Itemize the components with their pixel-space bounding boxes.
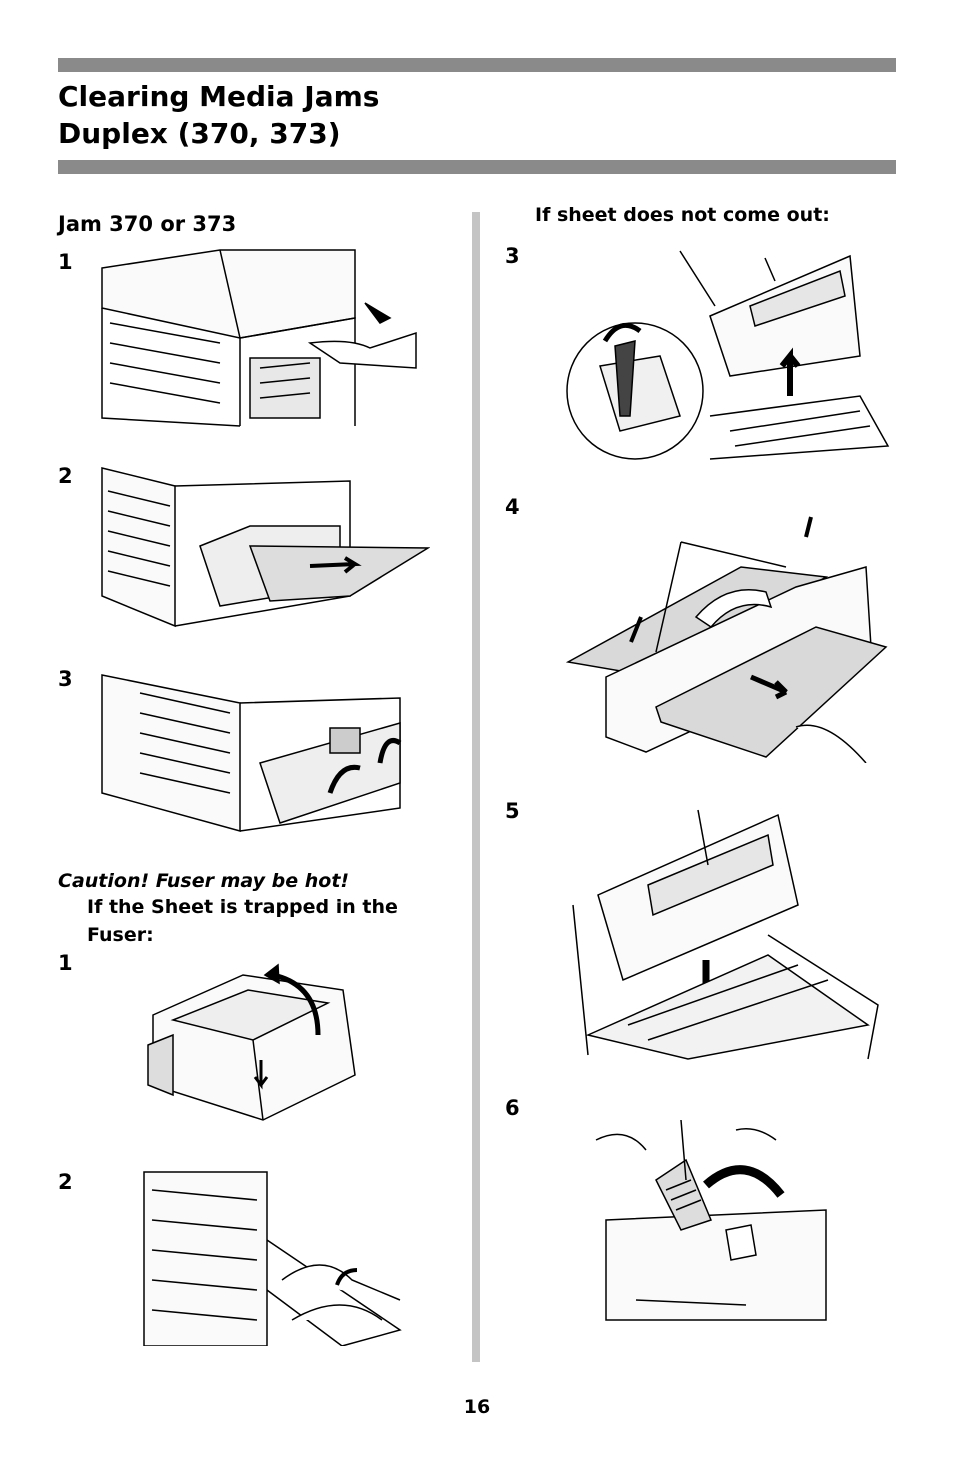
step-number: 2 [58, 1170, 73, 1194]
open-top-cover-illustration [143, 955, 358, 1133]
step-number: 4 [505, 495, 520, 519]
right-section-heading: If sheet does not come out: [535, 204, 830, 226]
left-section-heading: Jam 370 or 373 [58, 212, 237, 236]
remove-sheet-from-fuser-illustration [566, 497, 888, 763]
pull-out-sheet-illustration [100, 466, 430, 631]
open-printer-interior-illustration [142, 1170, 402, 1346]
reinstall-fuser-illustration [568, 805, 880, 1061]
printer-open-duplex-illustration [100, 248, 418, 428]
step-number: 5 [505, 799, 520, 823]
title-line-2: Duplex (370, 373) [58, 117, 341, 150]
step-number: 2 [58, 464, 73, 488]
header-rule-top [58, 58, 896, 72]
title-line-1: Clearing Media Jams [58, 80, 380, 113]
lift-fuser-illustration [560, 246, 890, 461]
lock-fuser-lever-illustration [586, 1120, 832, 1326]
page-number: 16 [463, 1396, 491, 1418]
header-rule-bottom [58, 160, 896, 174]
fuser-subheading-line-1: If the Sheet is trapped in the [87, 896, 398, 918]
step-number: 3 [505, 244, 520, 268]
step-number: 1 [58, 951, 73, 975]
page-title: Clearing Media Jams Duplex (370, 373) [58, 78, 379, 152]
fuser-subheading-line-2: Fuser: [87, 924, 154, 946]
step-number: 6 [505, 1096, 520, 1120]
step-number: 1 [58, 250, 73, 274]
column-divider [472, 212, 480, 1362]
caution-note: Caution! Fuser may be hot! [58, 870, 350, 892]
close-duplex-illustration [100, 673, 406, 833]
step-number: 3 [58, 667, 73, 691]
